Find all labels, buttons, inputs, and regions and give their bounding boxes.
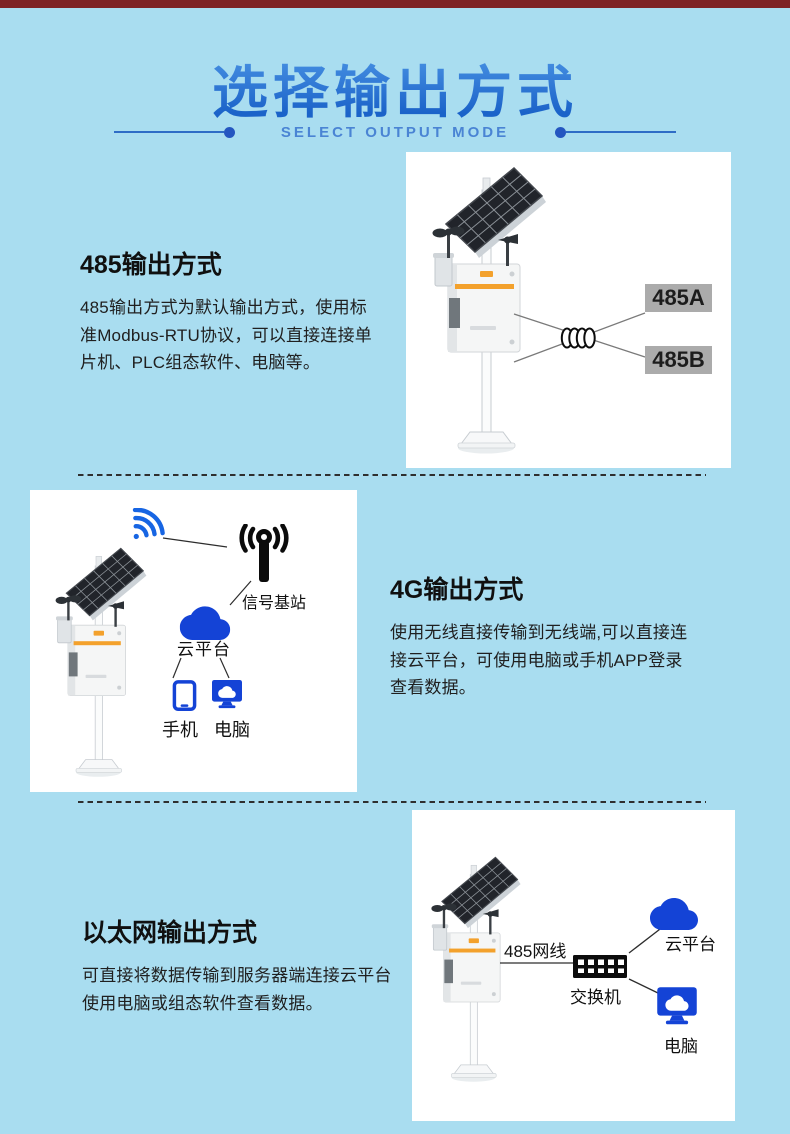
dashed-divider bbox=[78, 801, 706, 803]
panel-4g-diagram: 信号基站 云平台 手机 电脑 bbox=[30, 490, 357, 792]
page-subtitle: SELECT OUTPUT MODE bbox=[280, 123, 510, 141]
computer-icon bbox=[211, 680, 243, 710]
computer-icon bbox=[656, 986, 698, 1028]
section-ethernet: 以太网输出方式 可直接将数据传输到服务器端连接云平台使用电脑或组态软件查看数据。 bbox=[82, 913, 400, 1017]
computer-label: 电脑 bbox=[214, 720, 250, 740]
subtitle-right-line bbox=[566, 130, 677, 134]
subtitle-right-dot bbox=[555, 126, 567, 138]
wire-label-485a: 485A bbox=[645, 284, 712, 312]
wire-label-485b: 485B bbox=[645, 346, 712, 374]
base-station-icon bbox=[238, 524, 290, 586]
page-title: 选择输出方式 bbox=[0, 48, 790, 129]
dashed-divider bbox=[78, 474, 706, 476]
cloud-platform-icon bbox=[648, 890, 700, 930]
subtitle-left-line bbox=[113, 130, 224, 134]
weather-station-illustration bbox=[44, 542, 156, 782]
switch-label: 交换机 bbox=[570, 988, 621, 1007]
weather-station-illustration bbox=[418, 160, 558, 460]
wifi-icon bbox=[118, 508, 166, 550]
section-ethernet-heading: 以太网输出方式 bbox=[82, 919, 258, 947]
cable-label: 485网线 bbox=[504, 942, 567, 961]
subtitle-left-dot bbox=[223, 126, 235, 138]
panel-ethernet-diagram: 485网线 交换机 云平台 电脑 bbox=[412, 810, 735, 1121]
section-4g-body: 使用无线直接传输到无线端,可以直接连接云平台，可使用电脑或手机APP登录查看数据… bbox=[390, 623, 688, 697]
section-4g: 4G输出方式 使用无线直接传输到无线端,可以直接连接云平台，可使用电脑或手机AP… bbox=[390, 570, 690, 702]
cloud-platform-icon bbox=[178, 598, 232, 640]
computer-label: 电脑 bbox=[664, 1037, 698, 1056]
cloud-platform-label: 云平台 bbox=[177, 640, 231, 659]
weather-station-illustration bbox=[420, 840, 530, 1098]
subtitle-row: SELECT OUTPUT MODE bbox=[0, 122, 790, 142]
top-accent-bar bbox=[0, 0, 790, 8]
section-ethernet-body: 可直接将数据传输到服务器端连接云平台使用电脑或组态软件查看数据。 bbox=[82, 966, 392, 1013]
section-485-heading: 485输出方式 bbox=[80, 251, 222, 279]
cloud-platform-label: 云平台 bbox=[665, 935, 716, 954]
section-4g-heading: 4G输出方式 bbox=[390, 576, 524, 604]
network-switch-icon bbox=[573, 955, 627, 978]
base-station-label: 信号基站 bbox=[242, 595, 307, 612]
panel-485-diagram: 485A 485B bbox=[406, 152, 731, 468]
section-485: 485输出方式 485输出方式为默认输出方式，使用标准Modbus-RTU协议，… bbox=[80, 245, 383, 377]
section-485-body: 485输出方式为默认输出方式，使用标准Modbus-RTU协议，可以直接连接单片… bbox=[80, 298, 372, 372]
phone-label: 手机 bbox=[162, 720, 198, 740]
coil-icon bbox=[560, 327, 596, 349]
phone-icon bbox=[172, 680, 197, 711]
